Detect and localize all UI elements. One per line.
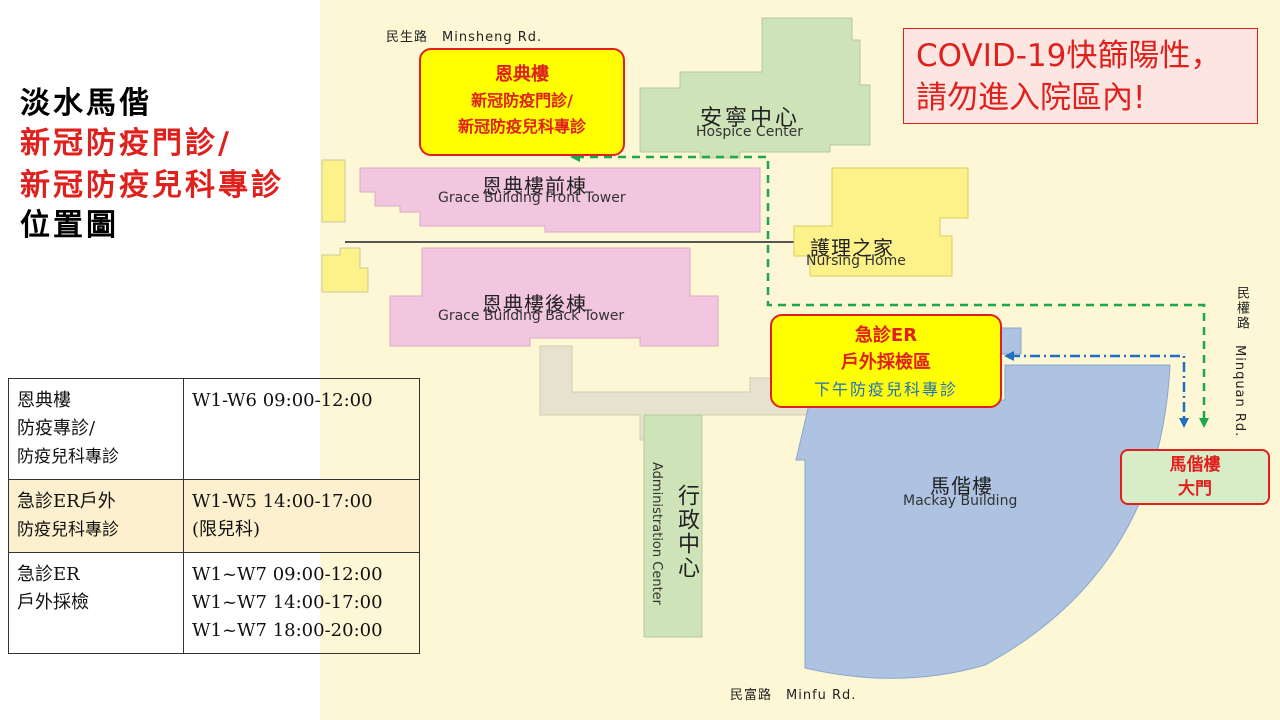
schedule-place-line: 戶外採檢 — [17, 592, 89, 613]
arrow-head-icon — [1004, 351, 1014, 361]
grace-front-label-zh: 恩典樓前棟 — [482, 174, 587, 198]
walking-path-blue — [1010, 354, 1186, 420]
table-row: 急診ER 戶外採檢 W1~W7 09:00-12:00 W1~W7 14:00-… — [8, 552, 420, 654]
grace-back-label-en: Grace Building Back Tower — [438, 308, 625, 324]
page-title-line3: 新冠防疫兒科專診 — [20, 168, 284, 203]
grace-back-tower-building — [389, 247, 719, 347]
hospice-label-en: Hospice Center — [696, 124, 804, 140]
nursing-label-zh: 護理之家 — [810, 236, 894, 260]
grace-callout-line2: 新冠防疫門診/ — [471, 91, 573, 110]
schedule-time-line: W1~W7 14:00-17:00 — [192, 592, 383, 613]
schedule-place-cell: 恩典樓 防疫專診/ 防疫兒科專診 — [8, 378, 184, 480]
administration-center-building — [643, 414, 703, 638]
grace-clinic-callout: 恩典樓 新冠防疫門診/ 新冠防疫兒科專診 — [419, 48, 625, 156]
covid-notice-line1: COVID-19快篩陽性， — [916, 38, 1222, 74]
schedule-place-line: 急診ER — [17, 564, 80, 585]
er-outdoor-callout: 急診ER 戶外採檢區 下午防疫兒科專診 — [770, 314, 1002, 408]
schedule-time-cell: W1-W5 14:00-17:00 (限兒科) — [183, 479, 420, 553]
street-north-label: 民生路 Minsheng Rd. — [386, 30, 543, 45]
grace-callout-line3: 新冠防疫兒科專診 — [457, 117, 586, 136]
er-callout-line2: 戶外採檢區 — [841, 352, 931, 373]
schedule-time-line: W1-W5 14:00-17:00 — [192, 491, 373, 512]
schedule-time-cell: W1-W6 09:00-12:00 — [183, 378, 420, 480]
covid-notice-line2: 請勿進入院區內! — [916, 80, 1146, 116]
mackay-label-zh: 馬偕樓 — [930, 474, 993, 498]
mackay-label-en: Mackay Building — [903, 493, 1018, 509]
building-block — [321, 159, 346, 223]
page-title-line1: 淡水馬偕 — [20, 86, 152, 121]
grace-back-label-zh: 恩典樓後棟 — [482, 292, 587, 316]
schedule-time-line: W1~W7 18:00-20:00 — [192, 620, 383, 641]
grace-callout-line1: 恩典樓 — [495, 64, 549, 85]
street-east-label-zh: 民權路 — [1234, 286, 1249, 331]
street-east-label-en: Minquan Rd. — [1232, 345, 1247, 438]
grace-front-label-en: Grace Building Front Tower — [438, 190, 626, 206]
grace-front-tower-building — [359, 167, 761, 233]
schedule-place-cell: 急診ER戶外 防疫兒科專診 — [8, 479, 184, 553]
schedule-place-line: 恩典樓 — [17, 390, 71, 411]
schedule-place-line: 防疫兒科專診 — [17, 447, 119, 467]
nursing-label-en: Nursing Home — [806, 253, 906, 269]
table-row: 急診ER戶外 防疫兒科專診 W1-W5 14:00-17:00 (限兒科) — [8, 479, 420, 553]
gate-callout-line1: 馬偕樓 — [1169, 455, 1221, 475]
admin-label-en: Administration Center — [649, 462, 664, 606]
table-row: 恩典樓 防疫專診/ 防疫兒科專診 W1-W6 09:00-12:00 — [8, 378, 420, 480]
arrow-head-icon — [1199, 418, 1209, 428]
schedule-place-cell: 急診ER 戶外採檢 — [8, 552, 184, 654]
page-title-line4: 位置圖 — [20, 208, 119, 243]
schedule-time-cell: W1~W7 09:00-12:00 W1~W7 14:00-17:00 W1~W… — [183, 552, 420, 654]
page-title-line2: 新冠防疫門診/ — [20, 126, 232, 161]
er-callout-line3: 下午防疫兒科專診 — [813, 380, 958, 399]
hospice-label-zh: 安寧中心 — [700, 106, 801, 131]
gate-callout-line2: 大門 — [1178, 479, 1212, 499]
nursing-home-building — [793, 167, 969, 277]
mackay-building — [795, 364, 1171, 679]
main-gate-callout: 馬偕樓 大門 — [1120, 449, 1270, 505]
hospice-center-building — [639, 17, 871, 159]
schedule-place-line: 防疫專診/ — [17, 418, 96, 439]
schedule-time-line: W1-W6 09:00-12:00 — [192, 390, 373, 411]
admin-label-zh: 行政中心 — [674, 484, 699, 580]
schedule-time-line: (限兒科) — [192, 519, 261, 540]
schedule-place-line: 急診ER戶外 — [17, 491, 116, 512]
covid-notice-box: COVID-19快篩陽性， 請勿進入院區內! — [903, 28, 1258, 124]
building-block — [321, 247, 369, 293]
arrow-head-icon — [1179, 418, 1189, 428]
er-callout-line1: 急診ER — [854, 325, 918, 346]
schedule-table: 恩典樓 防疫專診/ 防疫兒科專診 W1-W6 09:00-12:00 急診ER戶… — [8, 378, 420, 654]
walking-path-green — [576, 155, 1206, 420]
schedule-place-line: 防疫兒科專診 — [17, 520, 119, 540]
schedule-time-line: W1~W7 09:00-12:00 — [192, 564, 383, 585]
street-south-label: 民富路 Minfu Rd. — [730, 688, 857, 703]
